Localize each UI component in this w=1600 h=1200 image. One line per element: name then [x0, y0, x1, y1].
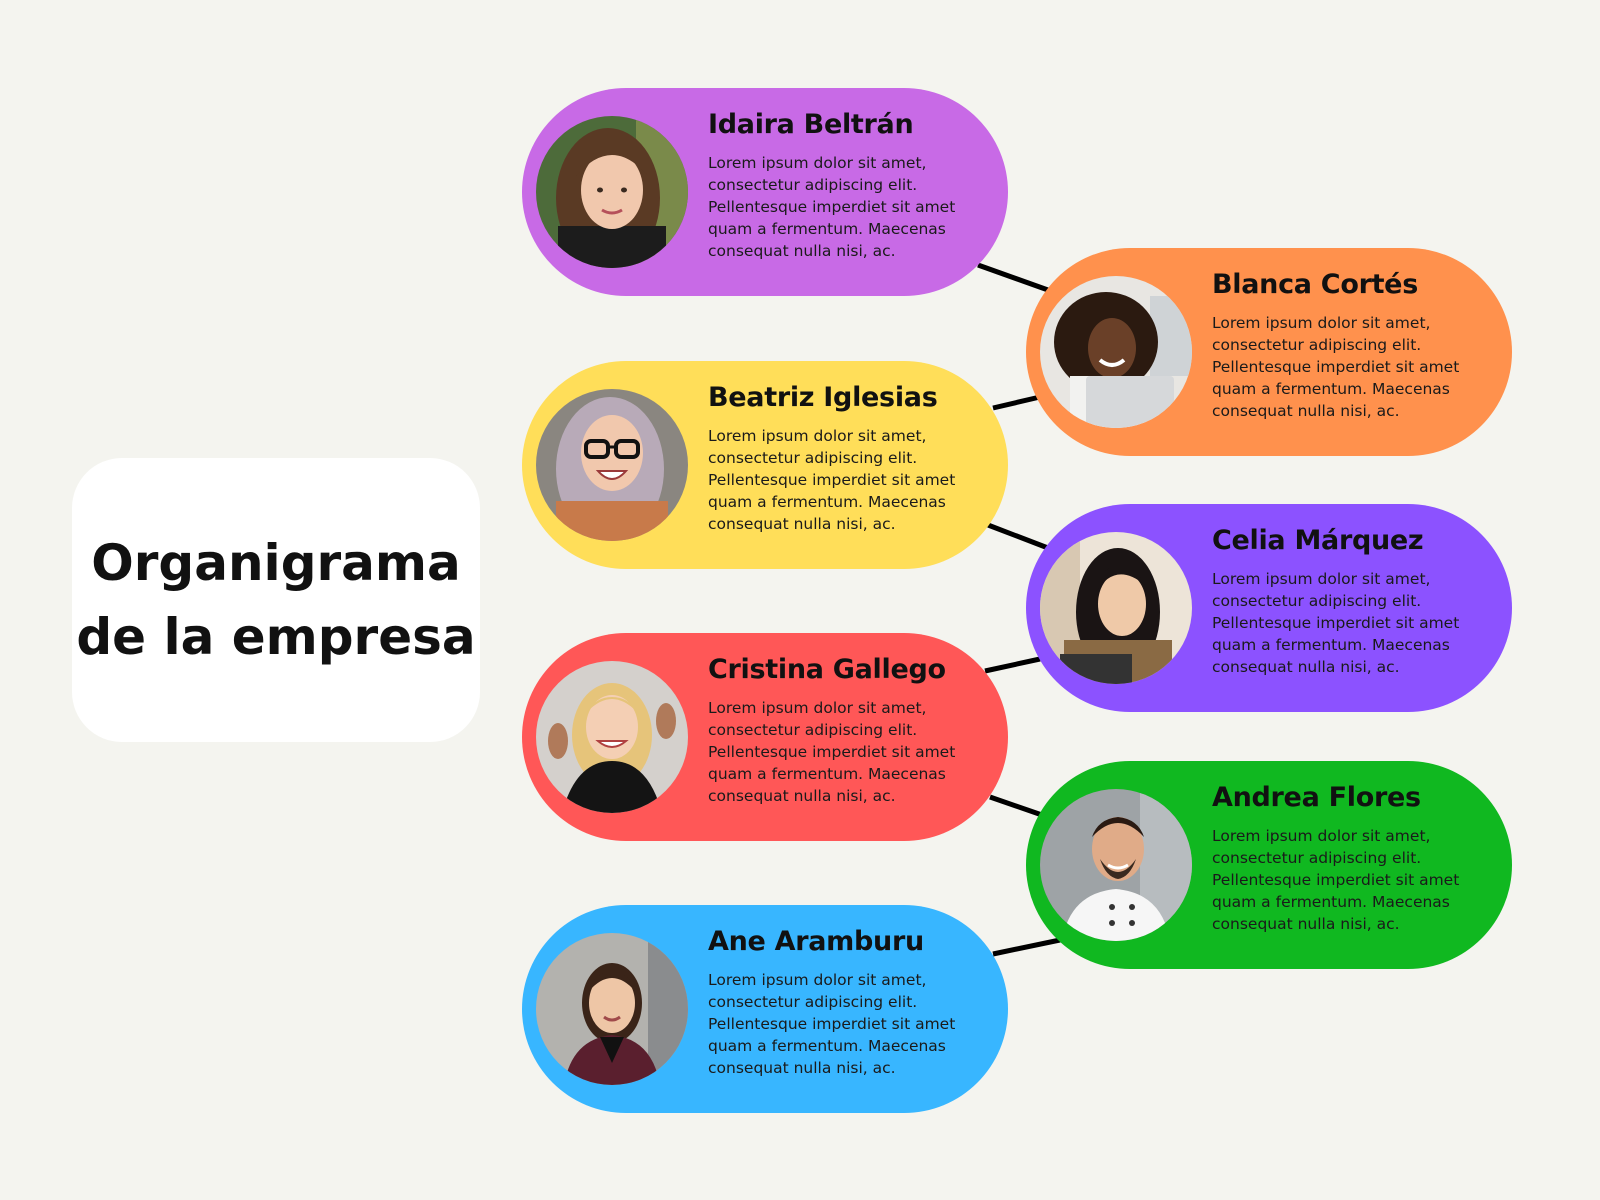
member-photo — [536, 933, 688, 1085]
woman-glasses-portrait-icon — [536, 389, 688, 541]
connector-line — [987, 522, 1049, 551]
member-description: Lorem ipsum dolor sit amet, consectetur … — [1212, 570, 1460, 676]
member-card-ane: Ane Aramburu Lorem ipsum dolor sit amet,… — [522, 905, 1008, 1113]
member-name: Celia Márquez — [1212, 525, 1424, 556]
chef-portrait-icon — [1040, 789, 1192, 941]
member-card-beatriz: Beatriz Iglesias Lorem ipsum dolor sit a… — [522, 361, 1008, 569]
member-photo — [1040, 276, 1192, 428]
page-title: Organigrama de la empresa — [76, 526, 475, 674]
member-photo — [1040, 789, 1192, 941]
connector-line — [984, 656, 1041, 674]
connector-line — [992, 394, 1041, 411]
member-description: Lorem ipsum dolor sit amet, consectetur … — [708, 427, 956, 533]
member-name: Andrea Flores — [1212, 782, 1421, 813]
member-name: Blanca Cortés — [1212, 269, 1418, 300]
title-line-2: de la empresa — [76, 608, 476, 666]
member-name: Beatriz Iglesias — [708, 382, 938, 413]
member-name: Ane Aramburu — [708, 926, 924, 957]
member-description: Lorem ipsum dolor sit amet, consectetur … — [708, 154, 956, 260]
member-description: Lorem ipsum dolor sit amet, consectetur … — [1212, 314, 1460, 420]
title-card: Organigrama de la empresa — [72, 458, 480, 742]
member-card-celia: Celia Márquez Lorem ipsum dolor sit amet… — [1026, 504, 1512, 712]
member-photo — [1040, 532, 1192, 684]
member-description: Lorem ipsum dolor sit amet, consectetur … — [1212, 827, 1460, 933]
member-name: Cristina Gallego — [708, 654, 946, 685]
woman-laptop-portrait-icon — [1040, 276, 1192, 428]
member-card-blanca: Blanca Cortés Lorem ipsum dolor sit amet… — [1026, 248, 1512, 456]
member-photo — [536, 661, 688, 813]
woman-portrait-icon — [536, 661, 688, 813]
connector-line — [977, 262, 1049, 293]
woman-portrait-icon — [536, 933, 688, 1085]
member-description: Lorem ipsum dolor sit amet, consectetur … — [708, 699, 956, 805]
title-line-1: Organigrama — [91, 534, 461, 592]
member-name: Idaira Beltrán — [708, 109, 914, 140]
woman-laptop-portrait-icon — [1040, 532, 1192, 684]
woman-portrait-icon — [536, 116, 688, 268]
member-card-andrea: Andrea Flores Lorem ipsum dolor sit amet… — [1026, 761, 1512, 969]
member-card-cristina: Cristina Gallego Lorem ipsum dolor sit a… — [522, 633, 1008, 841]
member-photo — [536, 389, 688, 541]
connector-line — [989, 794, 1043, 818]
member-photo — [536, 116, 688, 268]
member-description: Lorem ipsum dolor sit amet, consectetur … — [708, 971, 956, 1077]
member-card-idaira: Idaira Beltrán Lorem ipsum dolor sit ame… — [522, 88, 1008, 296]
connector-line — [992, 937, 1061, 957]
